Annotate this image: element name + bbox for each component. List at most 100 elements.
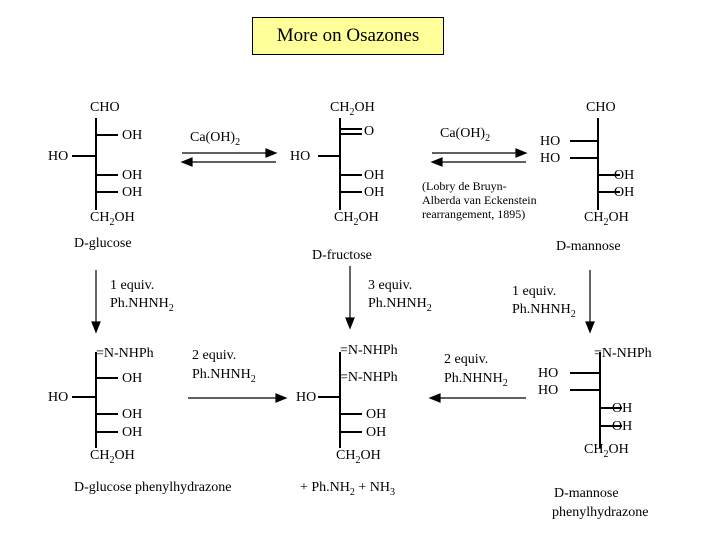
lobry-line-3: rearrangement, 1895) <box>422 207 526 221</box>
fructose-ch2oh-top: CH2OH <box>330 100 375 118</box>
fructose-ch2oh-oh: OH <box>358 210 379 225</box>
lobry-line-2: Alberda van Eckenstein <box>422 193 537 207</box>
osazone-ch2oh-ch: CH <box>336 448 356 463</box>
byproduct-nh: + NH <box>354 480 391 495</box>
down-arrow-right-head <box>585 321 595 334</box>
right2-equiv: 2 equiv. <box>444 352 489 367</box>
mid-reagent-text: Ph.NHNH <box>368 296 427 311</box>
byproduct-phnh-sub: 2 <box>349 487 355 498</box>
fructose-ch2oh-ch: CH <box>334 210 354 225</box>
glucose-ch2oh-ch: CH <box>90 210 110 225</box>
fructose-ch2oh: CH2OH <box>334 210 379 228</box>
gluc-phenyl-nnhph: =N-NHPh <box>96 346 154 361</box>
osazone-ch2oh: CH2OH <box>336 448 381 466</box>
osazone-byproducts: + Ph.NH2 + NH3 <box>300 480 395 498</box>
mannose-name: D-mannose <box>556 239 621 254</box>
gluc-phenyl-ch2oh-sub: 2 <box>109 455 115 466</box>
arrow-right-to-osazone-head <box>428 393 441 403</box>
mann-phenyl-nnhph: =N-NHPh <box>594 346 652 361</box>
glucose-ch2oh-oh: OH <box>114 210 135 225</box>
byproduct-phnh: + Ph.NH <box>300 480 350 495</box>
caoh-right-text: Ca(OH) <box>440 126 486 141</box>
eq-arrow-left-top-head <box>265 148 278 158</box>
fructose-oh3: OH <box>364 168 385 183</box>
mannose-ch2oh-oh: OH <box>608 210 629 225</box>
arrow-left-to-osazone-head <box>275 393 288 403</box>
glucose-ch2oh: CH2OH <box>90 210 135 228</box>
fructose-ch2oh-sub: 2 <box>353 217 359 228</box>
glucose-oh1: OH <box>122 128 143 143</box>
gluc-phenyl-ch2oh: CH2OH <box>90 448 135 466</box>
mann-phenyl-ch2oh-oh: OH <box>608 442 629 457</box>
mannose-ho2: HO <box>540 151 561 166</box>
right2-reagent: Ph.NHNH2 <box>444 371 508 389</box>
left-reagent-sub: 2 <box>168 303 174 314</box>
right-equiv: 1 equiv. <box>512 284 557 299</box>
left2-reagent-sub: 2 <box>250 374 256 385</box>
eq-arrow-left-bottom-head <box>180 157 193 167</box>
mann-phenyl-ch2oh-ch: CH <box>584 442 604 457</box>
osazone-nnhph1: =N-NHPh <box>340 343 398 358</box>
mannose-ch2oh-sub: 2 <box>603 217 609 228</box>
caoh-left-text: Ca(OH) <box>190 130 236 145</box>
glucose-ch2oh-sub: 2 <box>109 217 115 228</box>
fructose-top-sub: 2 <box>349 107 355 118</box>
mannose-ho1: HO <box>540 134 561 149</box>
mannose-ch2oh-ch: CH <box>584 210 604 225</box>
caoh-right: Ca(OH)2 <box>440 126 491 144</box>
fructose-oh4: OH <box>364 185 385 200</box>
fructose-top-oh: OH <box>354 100 375 115</box>
down-arrow-left-head <box>91 321 101 334</box>
left-reagent-text: Ph.NHNH <box>110 296 169 311</box>
mann-phenyl-oh3: OH <box>612 401 633 416</box>
osazone-nnhph2: =N-NHPh <box>340 370 398 385</box>
down-arrow-mid-head <box>345 317 355 330</box>
left-equiv: 1 equiv. <box>110 278 155 293</box>
osazone-ch2oh-oh: OH <box>360 448 381 463</box>
slide-title: More on Osazones <box>276 25 420 46</box>
fructose-top-ch: CH <box>330 100 350 115</box>
mann-phenyl-name-1: D-mannose <box>554 486 619 501</box>
osazone-ho: HO <box>296 390 317 405</box>
gluc-phenyl-ho: HO <box>48 390 69 405</box>
mann-phenyl-ch2oh: CH2OH <box>584 442 629 460</box>
left-reagent: Ph.NHNH2 <box>110 296 174 314</box>
right-reagent-sub: 2 <box>570 309 576 320</box>
osazone-oh4: OH <box>366 425 387 440</box>
right-reagent-text: Ph.NHNH <box>512 302 571 317</box>
osazone-oh3: OH <box>366 407 387 422</box>
caoh-right-sub: 2 <box>485 133 491 144</box>
gluc-phenyl-oh4: OH <box>122 425 143 440</box>
eq-arrow-right-top-head <box>515 148 528 158</box>
title-box: More on Osazones <box>252 17 444 55</box>
lobry-line-1: (Lobry de Bruyn- <box>422 179 507 193</box>
mann-phenyl-ho2: HO <box>538 383 559 398</box>
left2-reagent-text: Ph.NHNH <box>192 367 251 382</box>
gluc-phenyl-oh: OH <box>122 371 143 386</box>
right-reagent: Ph.NHNH2 <box>512 302 576 320</box>
mann-phenyl-name-2: phenylhydrazone <box>552 505 649 520</box>
fructose-o: O <box>364 124 375 139</box>
mid-reagent-sub: 2 <box>426 303 432 314</box>
glucose-ho2: HO <box>48 149 69 164</box>
mannose-oh3: OH <box>614 168 635 183</box>
gluc-phenyl-ch2oh-ch: CH <box>90 448 110 463</box>
mann-phenyl-ho1: HO <box>538 366 559 381</box>
caoh-left-sub: 2 <box>235 137 241 148</box>
osazone-ch2oh-sub: 2 <box>355 455 361 466</box>
left2-equiv: 2 equiv. <box>192 348 237 363</box>
glucose-oh4: OH <box>122 185 143 200</box>
mann-phenyl-ch2oh-sub: 2 <box>603 449 609 460</box>
fructose-name: D-fructose <box>312 248 372 263</box>
gluc-phenyl-oh3: OH <box>122 407 143 422</box>
glucose-name: D-glucose <box>74 236 132 251</box>
glucose-oh3: OH <box>122 168 143 183</box>
mann-phenyl-oh4: OH <box>612 419 633 434</box>
gluc-phenyl-ch2oh-oh: OH <box>114 448 135 463</box>
eq-arrow-right-bottom-head <box>430 157 443 167</box>
right2-reagent-sub: 2 <box>502 378 508 389</box>
fructose-ho: HO <box>290 149 311 164</box>
mannose-ch2oh: CH2OH <box>584 210 629 228</box>
mid-equiv: 3 equiv. <box>368 278 413 293</box>
